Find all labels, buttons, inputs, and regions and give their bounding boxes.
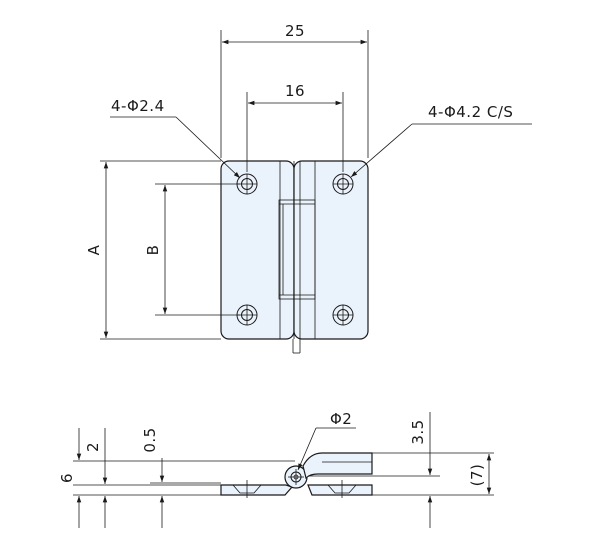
- dim-7-label: (7): [468, 464, 486, 487]
- side-leaf-raised: [302, 452, 373, 480]
- leader-pin-dia: Φ2: [297, 410, 356, 471]
- dim-height-b: B: [144, 183, 240, 316]
- leader-countersunk-holes: 4-Φ4.2 C/S: [350, 103, 532, 178]
- mount-hole-bottom-right: [332, 304, 354, 326]
- dim-total-left: 6: [58, 428, 82, 528]
- dim-hole-pitch: 16: [246, 82, 344, 172]
- top-view: 25 16 4-Φ2.4 4-Φ4.2 C/S A: [85, 22, 532, 354]
- leader-small-holes: 4-Φ2.4: [110, 97, 241, 179]
- dim-b-label: B: [144, 245, 162, 256]
- dim-6-label: 6: [58, 473, 76, 483]
- dim-16-label: 16: [285, 82, 305, 100]
- dim-3-5-label: 3.5: [409, 419, 427, 444]
- dim-overall-width: 25: [220, 22, 369, 158]
- pin-dia-label: Φ2: [330, 410, 352, 428]
- side-view: 6 2 0.5 Φ2 3.5: [58, 410, 494, 528]
- dim-offset-right: 3.5: [409, 412, 433, 528]
- hinge-plate-right: [293, 160, 369, 340]
- small-holes-label: 4-Φ2.4: [111, 97, 165, 115]
- dim-total-right: (7): [468, 454, 492, 494]
- side-leaf-right: [307, 484, 373, 496]
- dim-height-a: A: [85, 160, 221, 340]
- knuckle-slot: [278, 199, 316, 300]
- dim-2-label: 2: [84, 442, 102, 452]
- mount-hole-top-right: [332, 173, 354, 195]
- dim-plate-thk: 0.5: [141, 427, 165, 528]
- dim-0-5-label: 0.5: [141, 427, 159, 452]
- dim-25-label: 25: [285, 22, 305, 40]
- dim-thickness-left: 2: [84, 428, 108, 528]
- dim-a-label: A: [85, 244, 103, 255]
- countersunk-holes-label: 4-Φ4.2 C/S: [428, 103, 513, 121]
